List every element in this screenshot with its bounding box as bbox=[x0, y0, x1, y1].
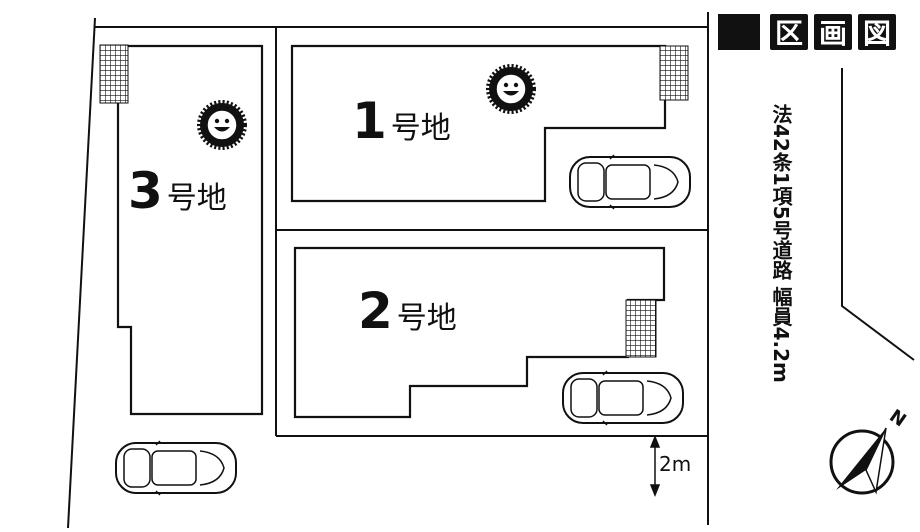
planting-hatch-lot2 bbox=[625, 299, 657, 358]
plan-title: 区 画 図 bbox=[770, 14, 896, 50]
lot-suffix: 号地 bbox=[390, 111, 451, 146]
lot-suffix: 号地 bbox=[396, 301, 457, 336]
north-arrow-icon bbox=[829, 427, 895, 495]
lot-number: 1 bbox=[352, 92, 387, 150]
lot-1-label: 1 号地 bbox=[352, 96, 451, 146]
title-marker bbox=[718, 14, 760, 50]
car-icon bbox=[115, 440, 237, 496]
planting-hatch-lot1 bbox=[659, 45, 689, 101]
lot-dividers bbox=[275, 27, 708, 437]
lot-3-building bbox=[116, 44, 264, 416]
lot-suffix: 号地 bbox=[166, 181, 227, 216]
lot-3-label: 3 号地 bbox=[128, 166, 227, 216]
title-char: 図 bbox=[858, 14, 896, 50]
lot-number: 3 bbox=[128, 162, 163, 220]
car-icon bbox=[569, 154, 691, 210]
lot-2-label: 2 号地 bbox=[358, 286, 457, 336]
title-char: 区 bbox=[770, 14, 808, 50]
road-note: 法42条1項5号道路 幅員4.2m bbox=[769, 104, 793, 383]
planting-hatch-lot3 bbox=[99, 44, 129, 104]
car-icon bbox=[562, 370, 684, 426]
sun-face-icon bbox=[200, 103, 244, 147]
road-edge bbox=[841, 68, 915, 361]
lot-number: 2 bbox=[358, 282, 393, 340]
title-char: 画 bbox=[814, 14, 852, 50]
dimension-line bbox=[649, 434, 661, 498]
site-boundary bbox=[67, 12, 709, 529]
dimension-label: 2m bbox=[657, 452, 694, 476]
sun-face-icon bbox=[489, 67, 533, 111]
lot-2-building bbox=[293, 246, 666, 419]
